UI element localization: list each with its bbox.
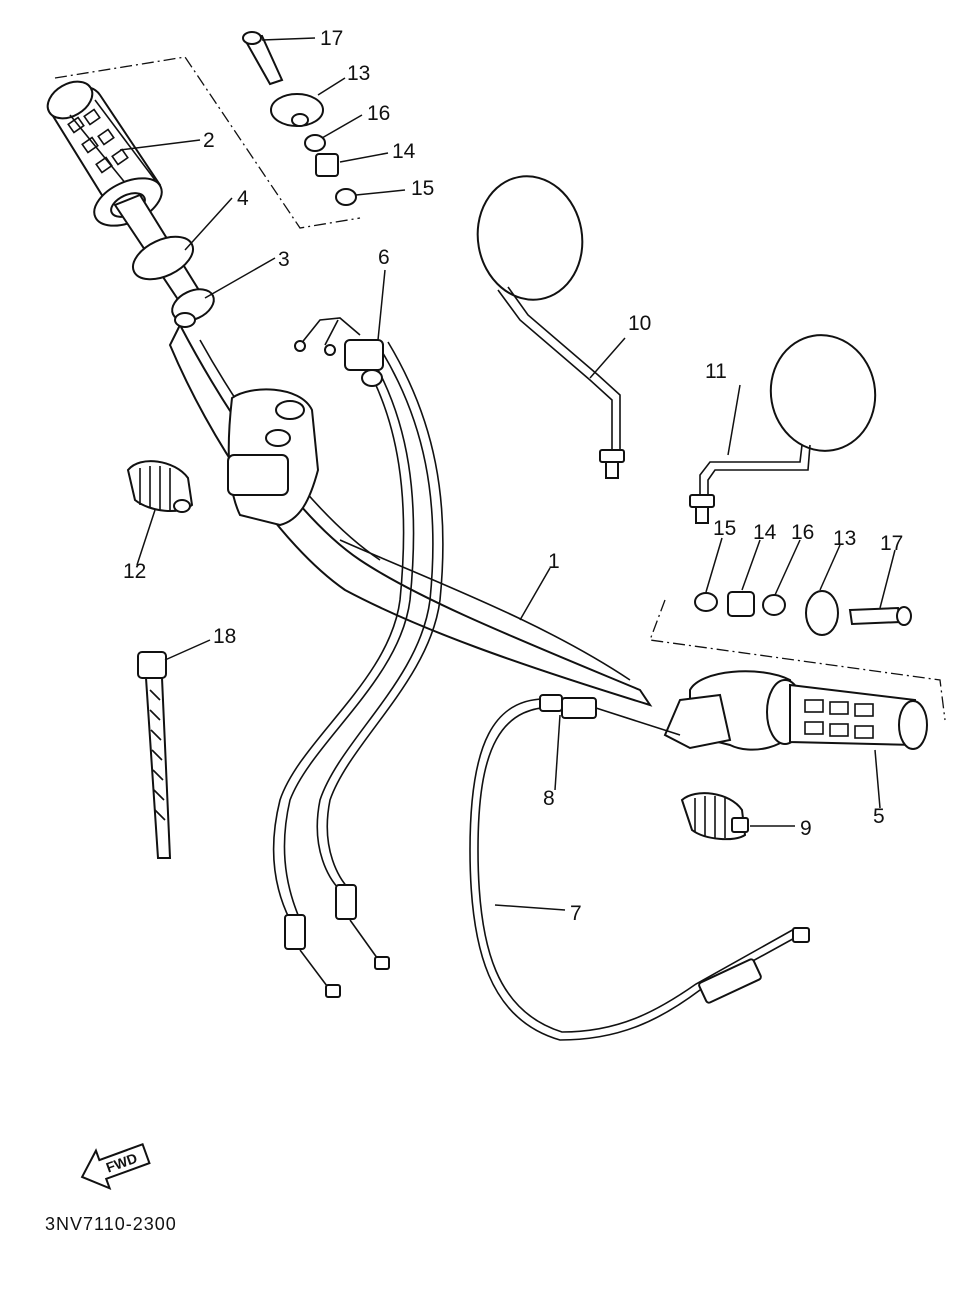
left-mirror xyxy=(476,175,625,479)
right-grip-group-bracket xyxy=(649,599,946,721)
left-control-switch xyxy=(126,460,194,513)
callout-5: 5 xyxy=(873,805,885,828)
callout-7: 7 xyxy=(570,902,582,925)
forward-direction-arrow: FWD xyxy=(80,1143,151,1191)
callout-14-top: 14 xyxy=(392,140,416,163)
callout-13-top: 13 xyxy=(347,62,370,85)
right-control-switch xyxy=(680,792,749,841)
callout-18: 18 xyxy=(213,625,236,648)
cable-junction xyxy=(294,317,384,387)
callouts: 1 2 3 4 5 6 7 8 9 10 11 12 13 14 15 16 1… xyxy=(123,27,903,925)
callout-15-top: 15 xyxy=(411,177,434,200)
callout-15-right: 15 xyxy=(713,517,736,540)
callout-2: 2 xyxy=(203,129,215,152)
throttle-cables xyxy=(272,341,444,998)
clutch-cable xyxy=(469,694,810,1041)
callout-16-top: 16 xyxy=(367,102,390,125)
callout-10: 10 xyxy=(628,312,651,335)
callout-17-top: 17 xyxy=(320,27,343,50)
callout-4: 4 xyxy=(237,187,249,210)
callout-6: 6 xyxy=(378,246,390,269)
right-mirror xyxy=(689,334,877,524)
left-switch-housing xyxy=(227,388,320,527)
callout-1: 1 xyxy=(548,550,560,573)
left-grip xyxy=(46,80,215,328)
callout-9: 9 xyxy=(800,817,812,840)
leader-lines xyxy=(119,37,896,911)
left-mounting-hardware xyxy=(242,31,357,206)
callout-17-right: 17 xyxy=(880,532,903,555)
diagram-reference-code: 3NV7110-2300 xyxy=(45,1214,177,1234)
callout-16-right: 16 xyxy=(791,521,814,544)
left-grip-group-bracket xyxy=(54,56,361,229)
callout-13-right: 13 xyxy=(833,527,856,550)
callout-11: 11 xyxy=(705,360,727,383)
callout-14-right: 14 xyxy=(753,521,777,544)
right-throttle-assembly xyxy=(663,670,928,751)
callout-12: 12 xyxy=(123,560,146,583)
cable-tie xyxy=(137,651,172,859)
callout-3: 3 xyxy=(278,248,290,271)
right-mounting-hardware xyxy=(694,590,912,636)
callout-8: 8 xyxy=(543,787,555,810)
